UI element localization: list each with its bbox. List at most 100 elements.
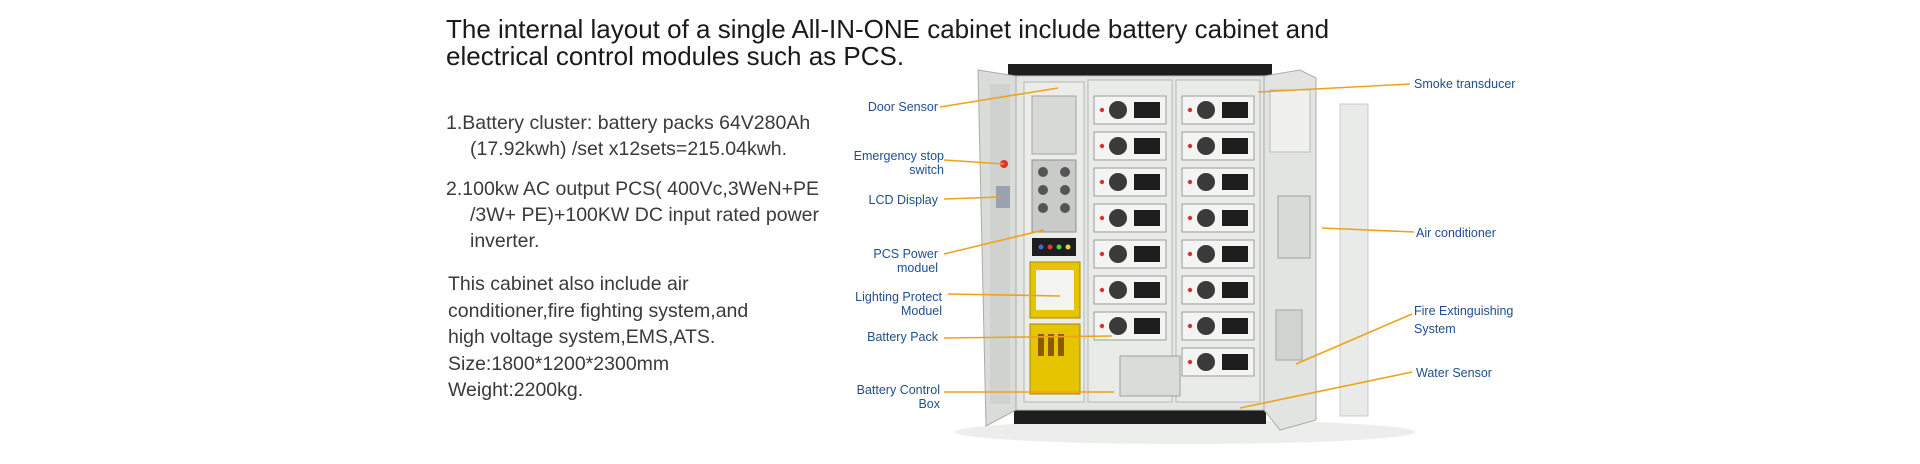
battery-pack-indicator <box>1099 287 1105 293</box>
spec-battery-line-1: 1.Battery cluster: battery packs 64V280A… <box>446 112 811 134</box>
battery-pack-indicator <box>1187 359 1193 365</box>
cabinet-base <box>1014 410 1266 424</box>
right-side-panel <box>1339 103 1369 417</box>
battery-pack-terminal <box>1134 102 1160 118</box>
callout-emergency-stop-line-1: Emergency stop <box>853 149 944 163</box>
indicator-lights <box>1038 244 1071 250</box>
leader-lcd-display <box>943 196 1001 200</box>
battery-pack-fan-icon <box>1109 101 1127 119</box>
callout-air-conditioner: Air conditioner <box>1416 226 1496 240</box>
battery-pack-fan-icon <box>1197 281 1215 299</box>
page-title: The internal layout of a single All-IN-O… <box>446 16 1446 70</box>
cabinet-top <box>1008 64 1272 76</box>
callout-smoke-transducer-line-1: Smoke transducer <box>1414 77 1516 91</box>
air-conditioner-unit <box>1269 89 1311 153</box>
battery-pack-fan-icon <box>1197 353 1215 371</box>
callout-door-sensor-line-1: Door Sensor <box>867 100 938 114</box>
leader-water-sensor <box>1239 371 1413 409</box>
battery-pack-fan-icon <box>1197 209 1215 227</box>
battery-pack-fan-icon <box>1197 137 1215 155</box>
battery-pack-terminal <box>1134 246 1160 262</box>
floor-shadow <box>955 420 1415 444</box>
battery-pack-terminal <box>1222 138 1248 154</box>
battery-pack-terminal <box>1134 282 1160 298</box>
note-line-2: conditioner,fire fighting system,and <box>448 299 749 322</box>
callout-door-sensor: Door Sensor <box>840 100 938 114</box>
callout-battery-pack-line-1: Battery Pack <box>867 330 938 344</box>
spec-pcs-line-1: 2.100kw AC output PCS( 400Vc,3WeN+PE <box>446 178 820 200</box>
callout-lighting-protect-line-2: Moduel <box>901 304 942 318</box>
battery-pack-indicator <box>1099 107 1105 113</box>
battery-pack-terminal <box>1222 210 1248 226</box>
callout-lighting-protect: Lighting Protect Moduel <box>838 290 942 318</box>
battery-pack-fan-icon <box>1197 101 1215 119</box>
battery-pack-indicator <box>1099 251 1105 257</box>
leader-door-sensor <box>939 87 1059 108</box>
battery-pack-terminal <box>1134 210 1160 226</box>
battery-pack-terminal <box>1222 318 1248 334</box>
spec-battery-line-2: (17.92kwh) /set x12sets=215.04kwh. <box>470 138 788 160</box>
leader-lines <box>939 83 1415 409</box>
leader-fire-extinguishing <box>1295 313 1413 365</box>
battery-pack-terminal <box>1222 174 1248 190</box>
callout-emergency-stop-line-2: switch <box>909 163 944 177</box>
battery-pack-terminal <box>1222 246 1248 262</box>
leader-emergency-stop <box>943 159 1005 165</box>
callout-fire-extinguishing: Fire Extinguishing System <box>1414 302 1513 338</box>
breaker-panel <box>1029 323 1081 395</box>
spec-pcs-line-3: inverter. <box>470 230 540 252</box>
leader-lighting-protect <box>947 293 1061 297</box>
battery-pack-indicator <box>1099 179 1105 185</box>
battery-pack-indicator <box>1187 179 1193 185</box>
battery-pack-fan-icon <box>1197 245 1215 263</box>
title-line-1: The internal layout of a single All-IN-O… <box>446 14 1330 44</box>
callout-battery-control-line-1: Battery Control <box>856 383 940 397</box>
leader-pcs-power <box>943 229 1045 255</box>
callout-water-sensor-line-1: Water Sensor <box>1416 366 1492 380</box>
spec-pcs-line-2: /3W+ PE)+100KW DC input rated power <box>470 204 819 226</box>
callout-fire-extinguishing-line-1: Fire Extinguishing <box>1414 304 1514 318</box>
battery-pack-indicator <box>1187 323 1193 329</box>
air-conditioner-window <box>1277 195 1311 259</box>
callout-lcd-display-line-1: LCD Display <box>868 193 938 207</box>
callout-battery-control: Battery Control Box <box>838 383 940 411</box>
pcs-module-top <box>1031 95 1077 155</box>
battery-pack-terminal <box>1134 318 1160 334</box>
battery-pack-module <box>1181 131 1255 161</box>
battery-pack-indicator <box>1187 107 1193 113</box>
leader-battery-pack <box>943 335 1113 339</box>
battery-pack-module <box>1181 311 1255 341</box>
battery-pack-fan-icon <box>1109 281 1127 299</box>
high-voltage-box <box>1119 355 1181 397</box>
leader-air-conditioner <box>1321 227 1415 233</box>
battery-pack-indicator <box>1187 143 1193 149</box>
callout-battery-control-line-2: Box <box>918 397 940 411</box>
note-line-4: Size:1800*1200*2300mm <box>448 352 670 375</box>
callout-air-conditioner-line-1: Air conditioner <box>1416 226 1496 240</box>
battery-pack-indicator <box>1187 251 1193 257</box>
cabinet-note: This cabinet also include air conditione… <box>448 271 828 404</box>
battery-pack-indicator <box>1187 215 1193 221</box>
callout-lighting-protect-line-1: Lighting Protect <box>855 290 942 304</box>
callout-smoke-transducer: Smoke transducer <box>1414 77 1515 91</box>
note-line-5: Weight:2200kg. <box>448 379 584 401</box>
note-line-1: This cabinet also include air <box>448 273 689 295</box>
battery-pack-terminal <box>1134 174 1160 190</box>
battery-pack-fan-icon <box>1197 173 1215 191</box>
indicator-panel <box>1032 238 1076 256</box>
callout-pcs-power-line-1: PCS Power <box>873 247 938 261</box>
battery-pack-indicator <box>1187 287 1193 293</box>
battery-pack-indicator <box>1099 323 1105 329</box>
callout-water-sensor: Water Sensor <box>1416 366 1492 380</box>
battery-pack-indicator <box>1099 143 1105 149</box>
battery-pack-fan-icon <box>1109 317 1127 335</box>
callout-pcs-power: PCS Power moduel <box>840 247 938 275</box>
left-door-inner <box>990 84 1010 404</box>
battery-pack-fan-icon <box>1109 245 1127 263</box>
callout-emergency-stop: Emergency stop switch <box>840 149 944 177</box>
battery-pack-fan-icon <box>1109 137 1127 155</box>
battery-pack-module <box>1181 239 1255 269</box>
callout-battery-pack: Battery Pack <box>840 330 938 344</box>
pcs-fans <box>1038 167 1070 213</box>
